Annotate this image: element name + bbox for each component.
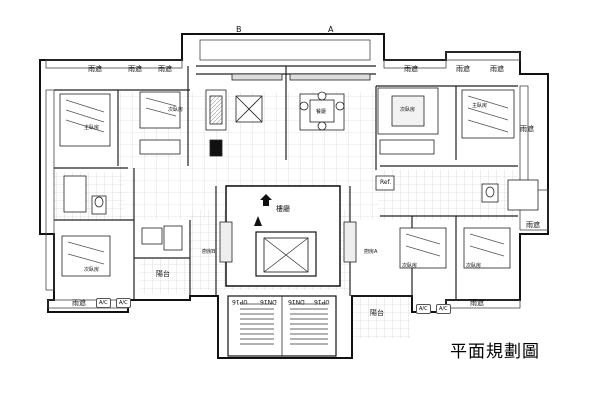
stair-up-label: UP16 (314, 298, 330, 305)
stair-up-label: UP16 (232, 298, 248, 305)
canopy-label: 雨遮 (158, 65, 172, 73)
bedroom-furniture (59, 87, 515, 277)
ac-unit: A/C (436, 304, 451, 314)
stair-hall-label: 樓廳 (276, 205, 290, 213)
axis-marker-b: B (236, 25, 242, 34)
canopy-label: 雨遮 (470, 299, 484, 307)
plan-title: 平面規劃圖 (450, 342, 540, 362)
axis-marker-a: A (328, 25, 334, 34)
fridge-label: Ref. (380, 179, 392, 186)
kitchen-label: 廚房A (364, 249, 378, 255)
canopy-label: 雨遮 (490, 65, 504, 73)
bedroom-label: 次臥房 (402, 263, 418, 269)
dining-label: 餐廳 (316, 109, 327, 115)
canopy-label: 雨遮 (404, 65, 418, 73)
canopy-label: 雨遮 (456, 65, 470, 73)
bedroom-label: 次臥房 (168, 107, 184, 113)
bedroom-label: 次臥房 (466, 263, 482, 269)
canopy-label: 雨遮 (88, 65, 102, 73)
bedroom-label: 主臥房 (84, 125, 100, 131)
ac-unit: A/C (116, 298, 131, 308)
elevator-core (225, 185, 341, 287)
stair-down-label: DN16 (288, 298, 305, 305)
bath-fixtures (63, 175, 539, 263)
stair-down-label: DN16 (260, 298, 277, 305)
canopy-label: 雨遮 (526, 221, 540, 229)
bedroom-label: 次臥房 (84, 267, 100, 273)
living-furniture (205, 73, 371, 157)
bedroom-label: 主臥房 (472, 103, 488, 109)
stairwell (227, 295, 337, 357)
balcony-label: 陽台 (370, 309, 384, 317)
canopy-label: 雨遮 (520, 125, 534, 133)
balcony-label: 陽台 (156, 270, 170, 278)
bedroom-label: 次臥房 (400, 107, 416, 113)
ac-unit: A/C (96, 298, 111, 308)
ac-unit: A/C (416, 304, 431, 314)
kitchen-label: 廚房B (202, 249, 216, 255)
canopy-label: 雨遮 (72, 299, 86, 307)
canopy-label: 雨遮 (128, 65, 142, 73)
